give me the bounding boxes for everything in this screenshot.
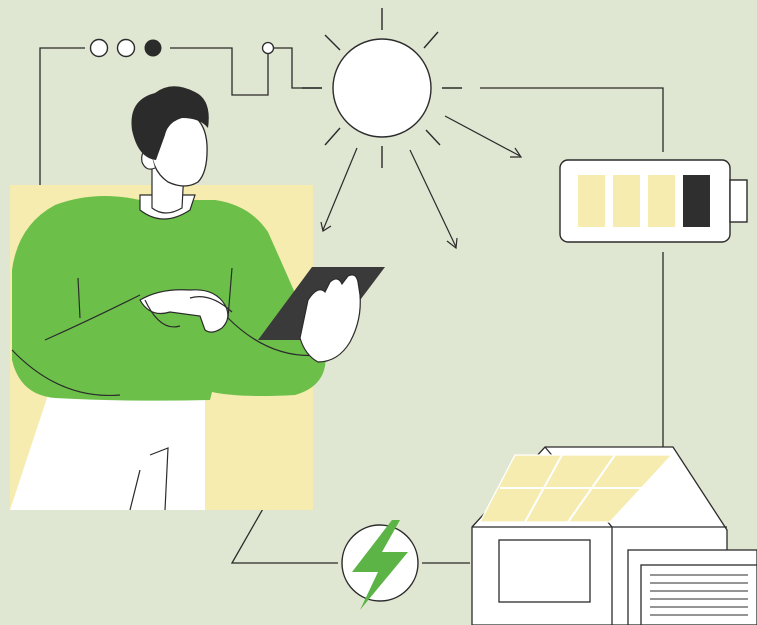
status-dot-2 xyxy=(118,40,135,57)
house-window xyxy=(499,540,590,602)
battery-cell-4 xyxy=(683,175,710,227)
status-dot-1 xyxy=(91,40,108,57)
battery-cell-3 xyxy=(648,175,675,227)
junction-dot xyxy=(263,43,274,54)
status-dot-3 xyxy=(145,40,162,57)
battery-cell-1 xyxy=(578,175,605,227)
battery-icon xyxy=(560,160,747,242)
battery-cell-2 xyxy=(613,175,640,227)
